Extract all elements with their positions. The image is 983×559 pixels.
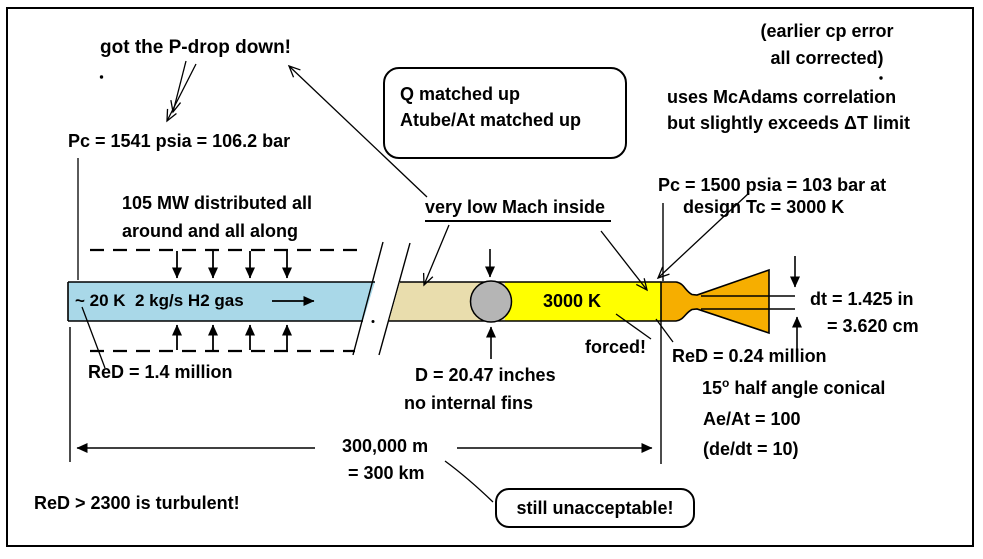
label-red-tube: ReD = 1.4 million bbox=[88, 362, 233, 382]
label-area-ratio: Ae/At = 100 bbox=[703, 409, 801, 429]
note-cp-error: (earlier cp error all corrected) bbox=[732, 18, 922, 72]
throat-reference-lines bbox=[701, 295, 795, 310]
label-de-dt: (de/dt = 10) bbox=[703, 439, 799, 459]
label-tube-diameter: D = 20.47 inches bbox=[415, 365, 556, 385]
label-forced: forced! bbox=[585, 337, 647, 357]
label-pc-chamber: Pc = 1500 psia = 103 bar at design Tc = … bbox=[658, 174, 886, 218]
ink-dots bbox=[99, 75, 883, 323]
pc-chamber-line2: design Tc = 3000 K bbox=[683, 197, 845, 217]
label-length-m: 300,000 m bbox=[342, 436, 429, 456]
nozzle bbox=[660, 268, 770, 335]
label-length-km: = 300 km bbox=[348, 463, 425, 483]
half-angle-degree-mark: o bbox=[722, 376, 730, 390]
label-no-fins: no internal fins bbox=[404, 393, 534, 413]
label-half-angle: 15o half angle conical bbox=[702, 377, 885, 399]
heat-envelope-dashed-lines bbox=[90, 248, 362, 353]
q-box-line2: Atube/At matched up bbox=[400, 110, 582, 130]
label-dt-cm: = 3.620 cm bbox=[827, 316, 919, 336]
label-red-nozzle: ReD = 0.24 million bbox=[672, 346, 827, 366]
note-p-drop: got the P-drop down! bbox=[100, 37, 292, 58]
label-dt-inches: dt = 1.425 in bbox=[810, 289, 914, 309]
callout-q-matched: Q matched up Atube/At matched up bbox=[383, 67, 627, 159]
dt-dimension-arrows bbox=[790, 256, 802, 351]
pc-chamber-line1: Pc = 1500 psia = 103 bar at bbox=[658, 175, 887, 195]
leader-lines bbox=[77, 60, 750, 503]
frame-border bbox=[6, 7, 974, 547]
unacceptable-text: still unacceptable! bbox=[516, 497, 674, 518]
label-turbulent: ReD > 2300 is turbulent! bbox=[34, 493, 240, 513]
label-mach-note: very low Mach inside bbox=[425, 196, 612, 222]
tube-flow-label: ~ 20 K 2 kg/s H2 gas bbox=[75, 291, 244, 310]
q-box-line1: Q matched up bbox=[400, 84, 521, 104]
label-heat-distribution: 105 MW distributed all around and all al… bbox=[122, 189, 312, 245]
half-angle-text: half angle conical bbox=[729, 378, 886, 398]
callout-unacceptable: still unacceptable! bbox=[495, 488, 695, 528]
d-dimension-arrows bbox=[485, 249, 496, 359]
mcadams-line2: but slightly exceeds ΔT limit bbox=[667, 113, 910, 133]
cp-error-line1: (earlier cp error bbox=[760, 21, 894, 41]
break-marks bbox=[352, 241, 411, 356]
heat-line1: 105 MW distributed all bbox=[122, 193, 313, 213]
reactor-sphere bbox=[469, 280, 513, 323]
heat-line2: around and all along bbox=[122, 221, 299, 241]
cp-error-line2: all corrected) bbox=[770, 48, 884, 68]
hot-tube bbox=[389, 281, 661, 322]
length-dimension bbox=[69, 203, 664, 464]
label-pc-inlet: Pc = 1541 psia = 106.2 bar bbox=[68, 131, 291, 151]
label-temp-3000k: 3000 K bbox=[543, 291, 602, 311]
mcadams-line1: uses McAdams correlation bbox=[667, 87, 897, 107]
note-mcadams: uses McAdams correlation but slightly ex… bbox=[667, 84, 910, 136]
heat-flux-arrows bbox=[172, 251, 292, 350]
feed-tube bbox=[67, 281, 375, 322]
half-angle-value: 15 bbox=[702, 378, 723, 398]
